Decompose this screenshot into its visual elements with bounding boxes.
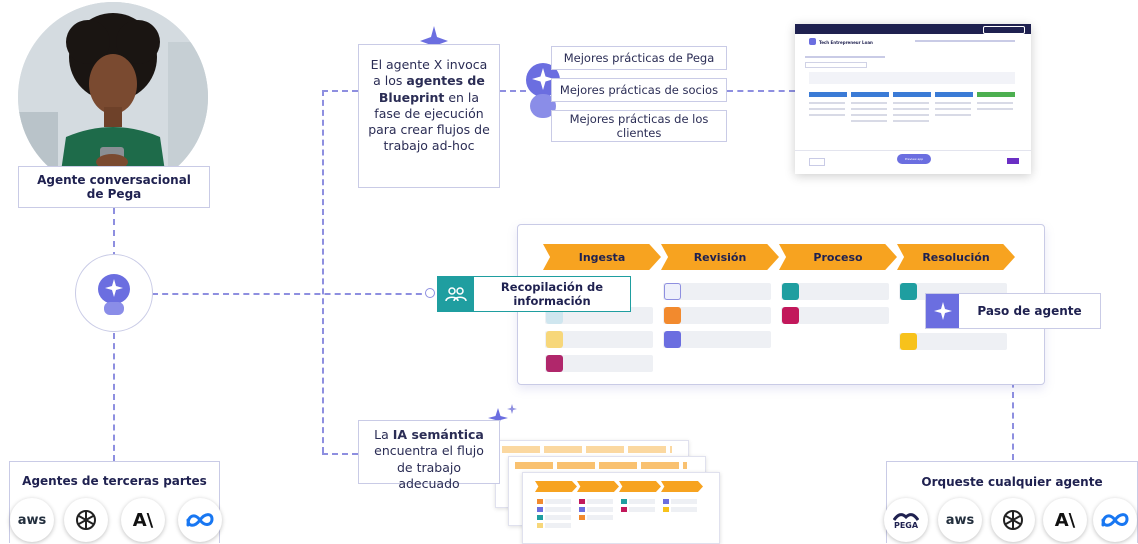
- info-step-box: Recopilación de información: [437, 276, 631, 312]
- connector-to-blueprint: [322, 90, 358, 92]
- task-icon: [664, 331, 681, 348]
- task-icon: [664, 307, 681, 324]
- task-icon: [546, 355, 563, 372]
- task-icon: [546, 331, 563, 348]
- practice-partners: Mejores prácticas de socios: [551, 78, 727, 102]
- task-bar: [663, 331, 771, 348]
- meta-logo: [178, 498, 222, 542]
- practice-clients: Mejores prácticas de los clientes: [551, 110, 727, 142]
- workflow-card-front: [522, 472, 720, 544]
- stage-resolucion: Resolución: [897, 244, 1015, 270]
- anthropic-logo: A\: [121, 498, 165, 542]
- task-bar: [663, 283, 771, 300]
- blueprint-text-pre: El agente X invoca a los: [370, 57, 488, 89]
- stage-revision: Revisión: [661, 244, 779, 270]
- task-bar: [781, 307, 889, 324]
- blueprint-screenshot: Tech Entrepreneur Loan Preview app: [795, 24, 1031, 174]
- connector-agent-vertical-bottom: [113, 333, 115, 461]
- openai-logo: [991, 498, 1035, 542]
- robot-icon: [98, 274, 130, 315]
- task-icon: [900, 333, 917, 350]
- sparkle-icon: [420, 26, 448, 60]
- blueprint-text-post: en la fase de ejecución para crear flujo…: [368, 89, 490, 154]
- aws-logo: aws: [10, 498, 54, 542]
- robot-icon: [526, 63, 560, 118]
- connector-main-vertical: [322, 90, 324, 453]
- semantic-box: La IA semántica encuentra el flujo de tr…: [358, 420, 500, 491]
- orchestrate-title: Orqueste cualquier agente: [921, 475, 1103, 489]
- semantic-text-post: encuentra el flujo de trabajo adecuado: [374, 443, 484, 491]
- agent-step-box: Paso de agente: [925, 293, 1101, 329]
- agent-label-box: Agente conversacional de Pega: [18, 166, 210, 208]
- screenshot-preview-button: Preview app: [897, 154, 931, 164]
- practice-pega: Mejores prácticas de Pega: [551, 46, 727, 70]
- task-icon: [900, 283, 917, 300]
- connector-agent-to-info: [152, 293, 432, 295]
- user-photo: [18, 2, 208, 192]
- info-step-node: [425, 288, 435, 298]
- third-party-title: Agentes de terceras partes: [22, 474, 207, 488]
- blueprint-agent-head: [524, 58, 562, 120]
- task-icon: [664, 283, 681, 300]
- task-icon: [782, 283, 799, 300]
- semantic-text-bold: IA semántica: [392, 427, 484, 442]
- semantic-text: La IA semántica encuentra el flujo de tr…: [365, 427, 493, 492]
- openai-logo: [64, 498, 108, 542]
- blueprint-text: El agente X invoca a los agentes de Blue…: [365, 57, 493, 155]
- agent-label: Agente conversacional de Pega: [37, 173, 191, 201]
- anthropic-logo: A\: [1043, 498, 1087, 542]
- sparkle-icon: [926, 294, 959, 328]
- meta-logo: [1093, 498, 1137, 542]
- blueprint-text-bold: agentes de Blueprint: [378, 73, 485, 105]
- connector-agent-vertical-top: [113, 208, 115, 258]
- semantic-text-pre: La: [374, 427, 393, 442]
- pega-logo-text: PEGA: [893, 520, 919, 530]
- connector-to-semantic: [322, 453, 358, 455]
- blueprint-box: El agente X invoca a los agentes de Blue…: [358, 44, 500, 188]
- info-step-label: Recopilación de información: [500, 279, 604, 308]
- people-icon: [438, 277, 474, 311]
- pega-logo: PEGA: [884, 498, 928, 542]
- screenshot-title: Tech Entrepreneur Loan: [819, 40, 873, 45]
- task-bar: [781, 283, 889, 300]
- agent-circle: [75, 254, 153, 332]
- task-icon: [782, 307, 799, 324]
- connector-blueprint-to-head: [500, 90, 526, 92]
- stage-proceso: Proceso: [779, 244, 897, 270]
- task-bar: [545, 355, 653, 372]
- stage-ingesta: Ingesta: [543, 244, 661, 270]
- agent-step-label: Paso de agente: [977, 304, 1082, 318]
- connector-practices-to-screenshot: [727, 90, 795, 92]
- connector-agent-step-to-orchestrate: [1012, 330, 1014, 460]
- task-bar: [899, 333, 1007, 350]
- sparkle-icon: [488, 404, 518, 434]
- task-bar: [663, 307, 771, 324]
- aws-logo: aws: [938, 498, 982, 542]
- task-bar: [545, 331, 653, 348]
